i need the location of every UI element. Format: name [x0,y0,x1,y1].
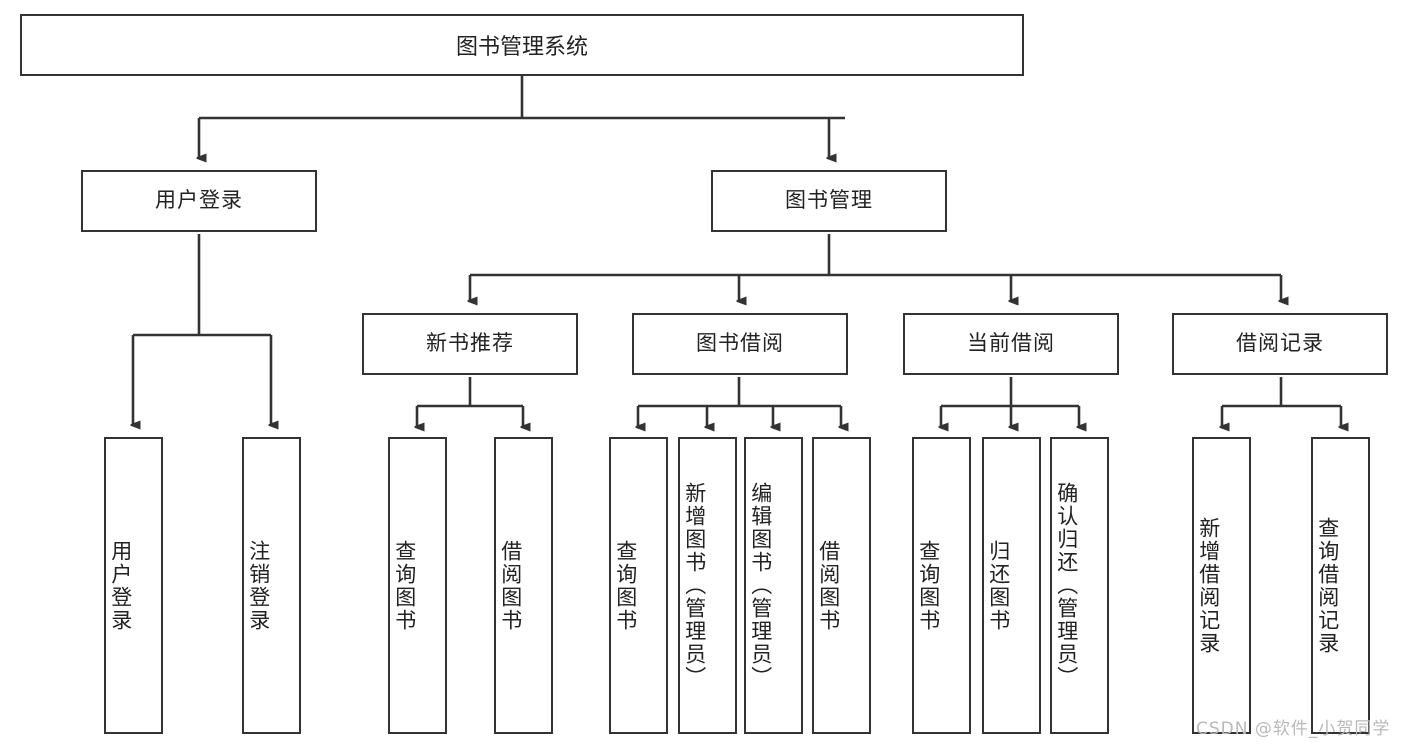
node-user-login[interactable]: 用户登录 [81,170,317,232]
leaf-label: 编辑图书（管理员） [748,482,773,689]
node-root-book-management-system[interactable]: 图书管理系统 [20,14,1024,76]
leaf-record-add-record[interactable]: 新增借阅记录 [1192,437,1251,734]
leaf-borrow-query-book[interactable]: 查询图书 [609,437,668,734]
node-label: 新书推荐 [426,331,514,356]
node-current-borrow[interactable]: 当前借阅 [903,313,1119,375]
node-borrow-record[interactable]: 借阅记录 [1172,313,1388,375]
leaf-current-return-book[interactable]: 归还图书 [982,437,1041,734]
leaf-label: 借阅图书 [816,539,841,632]
leaf-borrow-borrow-book[interactable]: 借阅图书 [812,437,871,734]
leaf-label: 确认归还（管理员） [1054,482,1079,689]
leaf-user-login-login[interactable]: 用户登录 [104,437,163,734]
watermark: CSDN @软件_小贺同学 [1196,719,1391,739]
leaf-label: 归还图书 [986,539,1011,632]
node-label: 图书管理 [785,188,873,213]
leaf-new-book-query[interactable]: 查询图书 [388,437,447,734]
leaf-label: 新增图书（管理员） [682,482,707,689]
leaf-label: 查询借阅记录 [1315,516,1340,655]
node-label: 当前借阅 [967,331,1055,356]
node-book-borrow[interactable]: 图书借阅 [632,313,848,375]
leaf-label: 用户登录 [108,539,133,632]
node-label: 图书借阅 [696,331,784,356]
leaf-label: 借阅图书 [498,539,523,632]
leaf-user-login-logout[interactable]: 注销登录 [242,437,301,734]
leaf-new-book-borrow[interactable]: 借阅图书 [494,437,553,734]
leaf-borrow-edit-book-admin[interactable]: 编辑图书（管理员） [744,437,803,734]
node-book-management[interactable]: 图书管理 [711,170,947,232]
node-label: 图书管理系统 [455,35,588,60]
leaf-current-query-book[interactable]: 查询图书 [912,437,971,734]
leaf-borrow-add-book-admin[interactable]: 新增图书（管理员） [678,437,737,734]
leaf-record-query-record[interactable]: 查询借阅记录 [1311,437,1370,734]
leaf-label: 查询图书 [392,539,417,632]
leaf-label: 查询图书 [613,539,638,632]
node-label: 借阅记录 [1236,331,1324,356]
node-new-book-recommend[interactable]: 新书推荐 [362,313,578,375]
node-label: 用户登录 [155,188,243,213]
leaf-label: 新增借阅记录 [1196,516,1221,655]
leaf-label: 注销登录 [246,539,271,632]
leaf-current-confirm-return-admin[interactable]: 确认归还（管理员） [1050,437,1109,734]
leaf-label: 查询图书 [916,539,941,632]
